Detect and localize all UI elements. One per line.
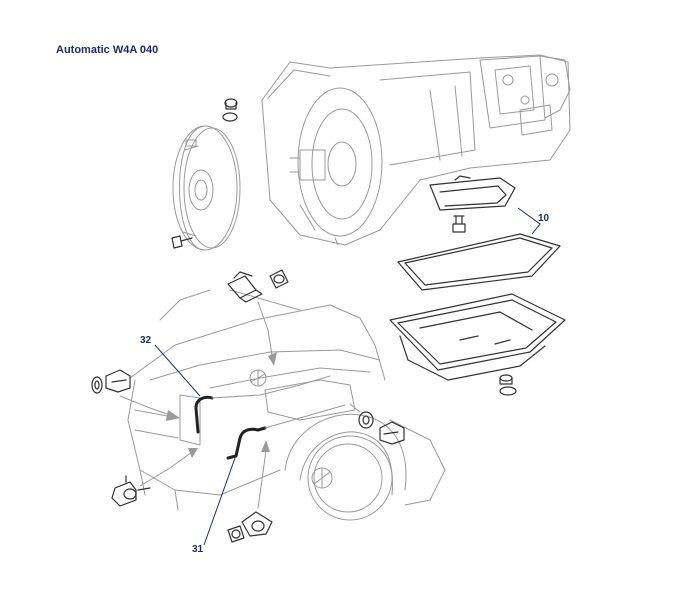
callout-32: 32 — [140, 335, 152, 346]
hollow-bolt-left — [105, 369, 131, 393]
cooler-line-32 — [194, 395, 214, 434]
grommet-bottom — [227, 525, 245, 543]
cooler-line-31 — [226, 426, 267, 460]
leader-line-10 — [517, 207, 541, 235]
drain-plug-pan — [499, 374, 517, 396]
car-body — [127, 289, 446, 521]
pipe-clamp-bottom — [241, 511, 273, 537]
arrow-head-clamp — [188, 448, 198, 458]
arrow-line-bottom — [257, 449, 267, 509]
pan-gasket — [397, 233, 561, 291]
drain-plug-top — [222, 98, 238, 122]
arrow-head-bottom — [261, 440, 270, 452]
arrow-line-top — [257, 301, 273, 356]
seal-ring-left — [91, 376, 103, 394]
arrow-head-top — [268, 352, 277, 366]
leader-line-32 — [154, 344, 201, 397]
callout-31: 31 — [192, 544, 204, 555]
filter-screw — [452, 215, 466, 233]
hollow-bolt-right — [379, 421, 405, 445]
hose-bracket-top — [227, 271, 263, 303]
pipe-clamp-left — [111, 475, 151, 507]
seal-ring-right — [358, 411, 374, 429]
arrow-line-clamp — [139, 451, 193, 487]
callout-10: 10 — [538, 213, 550, 224]
arrow-line-right — [349, 403, 361, 413]
oil-filter — [429, 175, 516, 211]
diagram-title: Automatic W4A 040 — [56, 44, 159, 56]
oil-pan — [389, 293, 566, 381]
arrow-line-left — [119, 395, 171, 416]
converter-bolt — [171, 235, 193, 249]
torque-converter — [172, 125, 241, 251]
transmission-housing — [261, 54, 571, 246]
arrow-head-left — [166, 410, 180, 421]
grommet-top — [269, 269, 289, 289]
leader-line-31 — [203, 457, 236, 546]
